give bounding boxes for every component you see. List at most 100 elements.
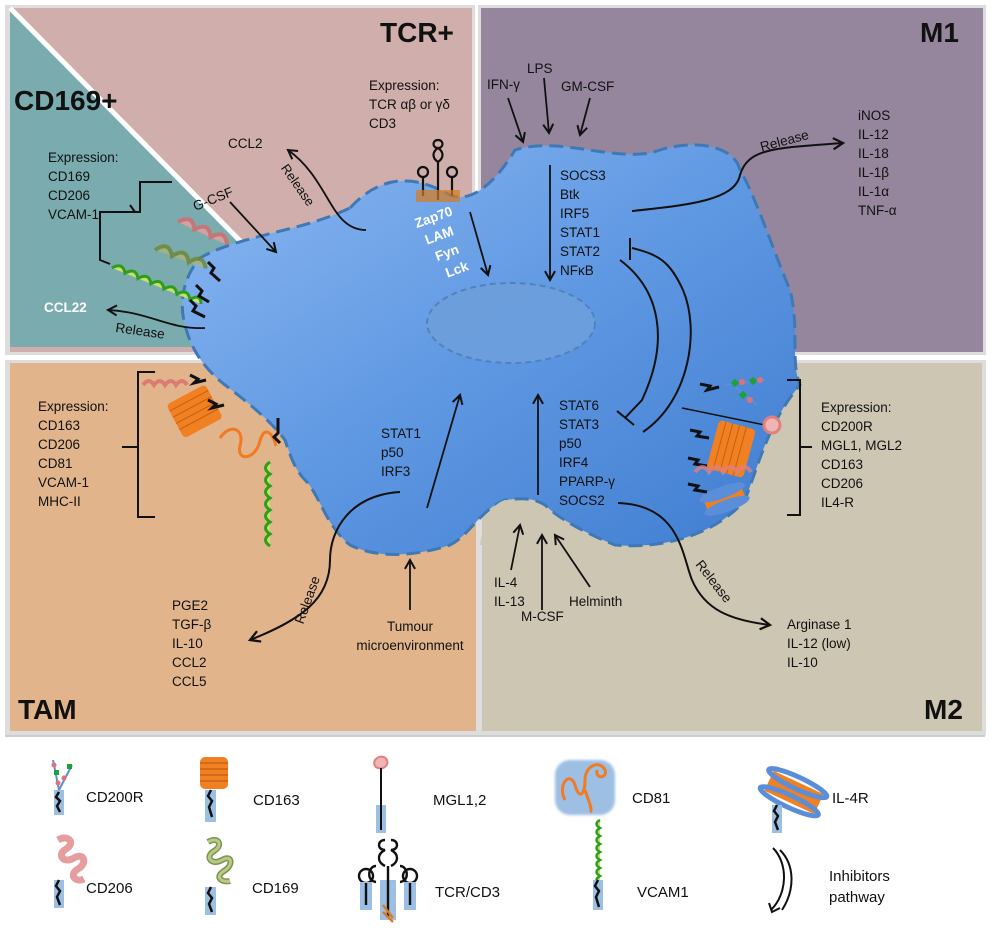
m2-released-list: Arginase 1 IL-12 (low) IL-10 (787, 615, 852, 672)
m2-pathway-list: STAT6 STAT3 p50 IRF4 PPARP-γ SOCS2 (559, 396, 615, 510)
m1-pathway-item: STAT1 (560, 225, 601, 240)
m2-cd200r-receptor (699, 376, 766, 406)
m2-expression-bracket (787, 379, 812, 516)
legend-label-il4r: IL-4R (832, 790, 869, 807)
tam-released-item: CCL2 (172, 655, 207, 670)
helminth-arrow (553, 533, 591, 588)
ccl2-release-arrow (286, 148, 367, 231)
m2-expression-item: CD206 (821, 476, 864, 491)
tam-pathway-item: p50 (381, 445, 404, 460)
m1-released-item: TNF-α (858, 203, 897, 218)
cd169-expression-item: Expression: (48, 150, 119, 165)
m1-released-list: iNOS IL-12 IL-18 IL-1β IL-1α TNF-α (858, 106, 897, 220)
tam-expression-item: MHC-II (38, 494, 81, 509)
gm-csf-arrow (576, 97, 591, 137)
tcr-expression-item: Expression: (369, 78, 440, 93)
m2-stimulus-helminth: Helminth (569, 594, 623, 609)
m2-cd206-receptor (693, 465, 753, 476)
m2-released-item: IL-12 (low) (787, 636, 851, 651)
tam-released-item: PGE2 (172, 598, 209, 613)
m1-release-arrow (631, 137, 846, 212)
legend-label-cd81: CD81 (632, 790, 671, 807)
tam-stimulus-line: microenvironment (356, 638, 464, 653)
m1-pathway-item: STAT2 (560, 244, 601, 259)
cd169-receptor-icon (205, 837, 234, 915)
tam-cd163-receptor (167, 385, 222, 438)
cd169-receptor (153, 244, 208, 269)
cd169-expression-item: CD206 (48, 188, 91, 203)
tam-vcam1-receptor (264, 460, 273, 548)
m1-stimulus-lps: LPS (527, 61, 553, 76)
cd169-panel-title: CD169+ (14, 85, 118, 116)
m1-inhibits-m2-curve (619, 259, 659, 419)
tam-expression-item: VCAM-1 (38, 475, 90, 490)
m1-released-item: IL-1α (858, 184, 890, 199)
ifn-gamma-arrow (507, 97, 526, 144)
m1-pathway-item: NFκB (560, 263, 594, 278)
gcsf-arrow (229, 201, 278, 254)
m1-pathway-item: SOCS3 (560, 168, 606, 183)
tcr-panel-title: TCR+ (380, 17, 454, 48)
tam-expression-item: CD81 (38, 456, 73, 471)
m1-stimulus-ifn-gamma: IFN-γ (487, 77, 520, 92)
m2-stimulus-il13: IL-13 (494, 594, 525, 609)
m2-pathway-item: STAT6 (559, 398, 600, 413)
tam-pathway-item: STAT1 (381, 426, 422, 441)
tam-expression-bracket (122, 371, 155, 518)
tam-pathway-item: IRF3 (381, 464, 411, 479)
m1-stimulus-gm-csf: GM-CSF (561, 79, 615, 94)
cd81-receptor-icon (555, 760, 615, 815)
cd169-release-target: CCL22 (44, 300, 87, 315)
tcr-expression-item: CD3 (369, 116, 397, 131)
m2-expression-item: CD163 (821, 457, 864, 472)
m2-expression-item: IL4-R (821, 495, 855, 510)
m2-stimulus-il4: IL-4 (494, 575, 518, 590)
tcr-release-target: CCL2 (228, 136, 263, 151)
m1-released-item: IL-18 (858, 146, 889, 161)
tam-pathway-list: STAT1 p50 IRF3 (381, 424, 421, 481)
m2-released-item: IL-10 (787, 655, 818, 670)
m2-pathway-item: PPARP-γ (559, 474, 616, 489)
cd169-expression-item: CD169 (48, 169, 91, 184)
m2-il4r-receptor (699, 481, 750, 517)
tam-pathway-arrow (426, 393, 464, 509)
m2-release-arrow (617, 502, 773, 631)
m2-expression-item: CD200R (821, 419, 873, 434)
legend-label-inhibitors-pathway: Inhibitors pathway (829, 868, 890, 906)
ccl22-release-arrow (105, 304, 206, 329)
legend-label-cd163: CD163 (253, 792, 300, 809)
vcam1-receptor (111, 264, 203, 305)
m2-expression-item: MGL1, MGL2 (821, 438, 903, 453)
tam-stimulus-line: Tumour (386, 619, 433, 634)
mgl-receptor-icon (373, 755, 389, 833)
m1-pathway-list: SOCS3 Btk IRF5 STAT1 STAT2 NFκB (560, 166, 606, 280)
vcam1-receptor-icon (593, 818, 603, 910)
m2-expression-item: Expression: (821, 400, 892, 415)
m1-pathway-item: IRF5 (560, 206, 590, 221)
legend-label-cd169: CD169 (252, 880, 299, 897)
m1-panel-title: M1 (920, 17, 959, 48)
tam-released-list: PGE2 TGF-β IL-10 CCL2 CCL5 (172, 596, 211, 691)
m1-pathway-item: Btk (560, 187, 580, 202)
tcr-expression-item: TCR αβ or γδ (369, 97, 450, 112)
tam-release-arrow (247, 491, 401, 643)
m2-expression-list: Expression: CD200R MGL1, MGL2 CD163 CD20… (821, 398, 902, 512)
tam-expression-item: CD163 (38, 418, 81, 433)
il4-il13-arrow (510, 523, 525, 571)
tam-cd81-receptor (218, 427, 278, 459)
tam-released-item: CCL5 (172, 674, 207, 689)
legend-label-mgl: MGL1,2 (433, 792, 487, 809)
legend-label-cd200r: CD200R (86, 789, 144, 806)
m2-panel-title: M2 (924, 694, 963, 725)
il4r-receptor-icon (757, 766, 830, 833)
legend-label-vcam1: VCAM1 (637, 884, 689, 901)
tam-cd206-receptor (141, 379, 189, 389)
cd206-receptor (177, 217, 229, 246)
nucleus (426, 282, 596, 364)
tcr-cd3-receptor-icon (357, 838, 419, 923)
tam-released-item: IL-10 (172, 636, 203, 651)
tam-released-item: TGF-β (172, 617, 212, 632)
legend-label-cd206: CD206 (86, 880, 133, 897)
